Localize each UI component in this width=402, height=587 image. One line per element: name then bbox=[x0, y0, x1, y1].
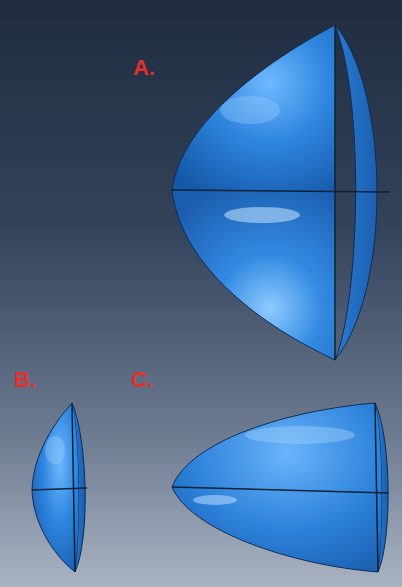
part-label: B. bbox=[14, 369, 36, 391]
shape-b bbox=[32, 403, 87, 572]
part-label: C. bbox=[131, 369, 153, 391]
part-label: A. bbox=[133, 57, 155, 79]
shape-a bbox=[172, 25, 390, 360]
shape-c bbox=[172, 403, 388, 572]
